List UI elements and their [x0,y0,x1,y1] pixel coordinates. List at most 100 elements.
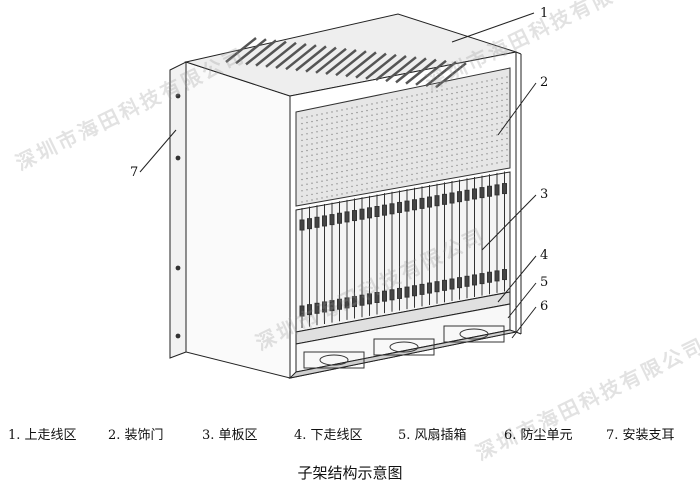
perforation-dot [356,106,358,108]
perforation-dot [301,134,303,136]
board-handle [472,188,477,200]
perforation-dot [386,105,388,108]
perforation-dot [371,120,373,122]
perforation-dot [416,127,418,130]
board-handle [314,302,320,314]
perforation-dot [451,109,453,112]
perforation-dot [356,184,358,187]
perforation-dot [416,139,418,141]
perforation-dot [406,141,408,143]
perforation-dot [316,159,318,161]
perforation-dot [401,130,403,133]
perforation-dot [326,145,328,148]
perforation-dot [341,154,343,156]
board-handle [427,196,432,208]
perforation-dot [341,137,343,139]
perforation-dot [466,95,468,97]
perforation-dot [311,154,313,156]
perforation-dot [361,110,363,113]
perforation-dot [356,123,358,125]
perforation-dot [431,119,433,121]
perforation-dot [486,85,488,88]
perforation-dot [491,79,493,81]
perforation-dot [471,156,473,158]
perforation-dot [416,178,418,180]
perforation-dot [486,80,488,82]
perforation-dot [361,105,363,107]
perforation-dot [486,158,488,161]
perforation-dot [501,94,503,96]
perforation-dot [376,113,378,115]
board-handle [419,283,425,295]
board-handle [389,203,395,215]
perforation-dot [376,102,378,104]
perforation-dot [401,102,403,105]
perforation-dot [456,164,458,167]
perforation-dot [456,108,458,111]
perforation-dot [301,117,303,119]
fan-unit [303,351,365,369]
perforation-dot [326,196,328,198]
vent-slot [435,62,467,89]
perforation-dot [336,149,338,151]
perforation-dot [396,182,398,184]
board-handle [487,185,492,197]
perforation-dot [501,77,503,79]
board-handle [367,293,372,305]
perforation-dot [456,119,458,122]
perforation-dot [376,119,378,121]
perforation-dot [436,90,438,92]
perforation-dot [441,89,443,91]
perforation-dot [376,180,378,183]
perforation-dot [331,116,333,119]
perforation-dot [306,200,308,202]
perforation-dot [336,166,338,168]
perforation-dot [316,187,318,189]
perforation-dot [331,133,333,136]
perforation-dot [501,133,503,135]
perforation-dot [386,178,388,181]
ear-screws [175,93,181,339]
leader-line-3 [481,194,537,251]
perforation-dot [466,157,468,159]
perforation-dot [381,162,383,165]
perforation-dot [501,105,503,107]
board-handle [464,189,470,201]
perforation-dot [491,101,493,104]
perforation-dot [401,114,403,116]
perforation-dot [371,187,373,189]
perforation-dot [366,115,368,117]
perforation-dot [386,156,388,158]
perforation-dot [466,168,468,170]
perforation-dot [351,140,353,143]
perforation-dot [411,128,413,131]
perforation-dot [361,178,363,180]
perforation-dot [421,110,423,112]
callout-2: 2 [540,75,548,90]
vent-slot [285,44,317,71]
perforation-dot [346,130,348,133]
perforation-dot [461,135,463,138]
perforation-dot [366,126,368,129]
perforation-dot [351,168,353,171]
perforation-dot [326,185,328,187]
perforation-dot [501,88,503,90]
perforation-dot [496,139,498,142]
perforation-dot [321,146,323,149]
fan-grille [459,328,489,340]
perforation-dot [431,164,433,166]
perforation-dot [481,154,483,156]
perforation-dot [341,165,343,167]
perforation-dot [451,154,453,156]
perforation-dot [371,131,373,133]
perforation-dot [401,153,403,155]
perforation-dot [326,162,328,165]
perforation-dot [421,126,423,129]
perforation-dot [496,162,498,164]
perforation-dot [506,104,508,106]
perforation-dot [341,114,343,117]
perforation-dot [396,109,398,111]
perforation-dot [451,104,453,106]
perforation-dot [476,138,478,140]
perforation-dot [336,188,338,191]
